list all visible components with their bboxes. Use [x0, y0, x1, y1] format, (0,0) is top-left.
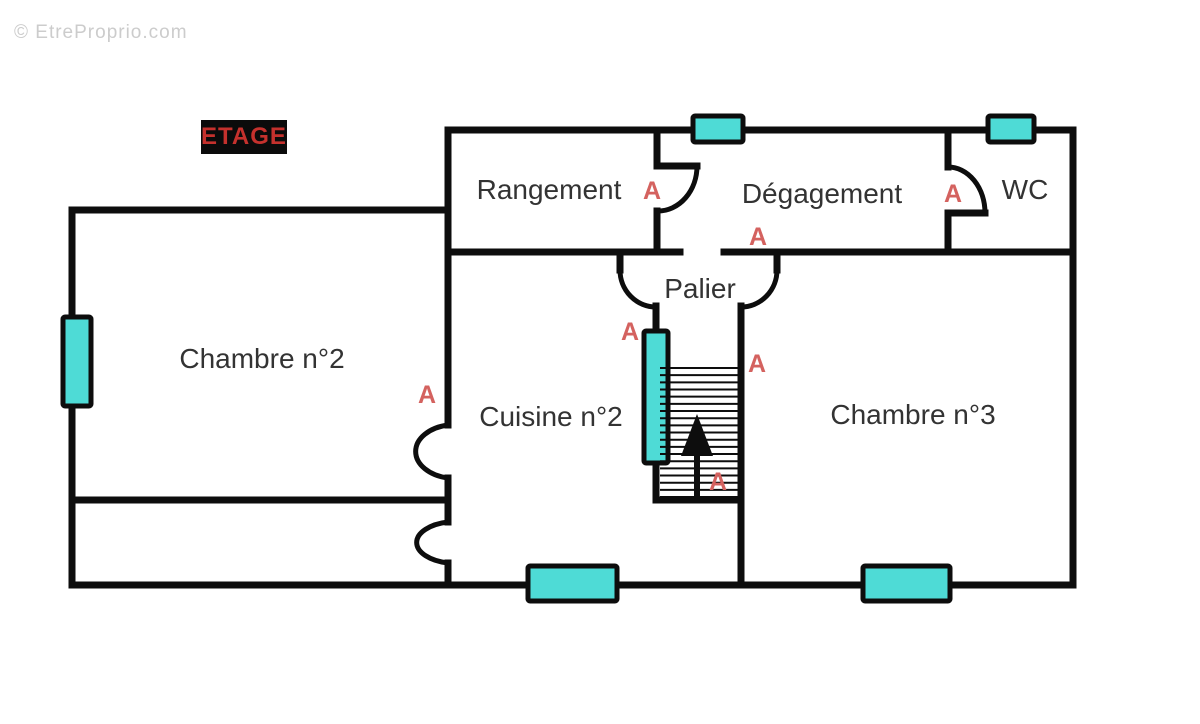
stairs-up-arrow-icon [681, 414, 713, 502]
door-marker-wc: A [944, 180, 962, 208]
door-marker-degagement: A [749, 223, 767, 251]
room-label-rangement: Rangement [477, 174, 622, 205]
staircase [660, 367, 738, 502]
floor-label-badge: ETAGE [201, 120, 287, 154]
door-arc-chambre2-cuisine [413, 422, 449, 481]
door-arcs [413, 164, 988, 566]
room-label-cuisine2: Cuisine n°2 [479, 401, 623, 432]
door-marker-stairs: A [709, 468, 727, 496]
room-label-chambre3: Chambre n°3 [830, 399, 995, 430]
door-marker-palier-right: A [748, 350, 766, 378]
door-marker-rangement: A [643, 177, 661, 205]
room-label-chambre2: Chambre n°2 [179, 343, 344, 374]
room-label-degagement: Dégagement [742, 178, 903, 209]
door-arc-palier-right [740, 269, 780, 310]
door-markers: A A A A A A A [418, 177, 962, 496]
door-arc-cuisine-lower [414, 519, 449, 566]
window-top-degagement [690, 113, 746, 145]
window-top-wc [985, 113, 1037, 145]
door-arc-palier-left [617, 269, 657, 310]
watermark: © EtreProprio.com [14, 22, 188, 43]
room-label-palier: Palier [664, 273, 736, 304]
door-arc-wc [947, 164, 988, 214]
room-label-wc: WC [1002, 174, 1049, 205]
door-arc-rangement [657, 165, 700, 214]
window-left-chambre2 [60, 314, 94, 409]
door-marker-chambre2: A [418, 381, 436, 409]
room-labels: Rangement Dégagement WC Palier Chambre n… [179, 174, 1048, 432]
window-bottom-chambre3 [860, 563, 953, 604]
window-bottom-cuisine [525, 563, 620, 604]
floor-label-text: ETAGE [201, 123, 287, 150]
windows [60, 113, 1037, 604]
door-marker-palier-left: A [621, 318, 639, 346]
